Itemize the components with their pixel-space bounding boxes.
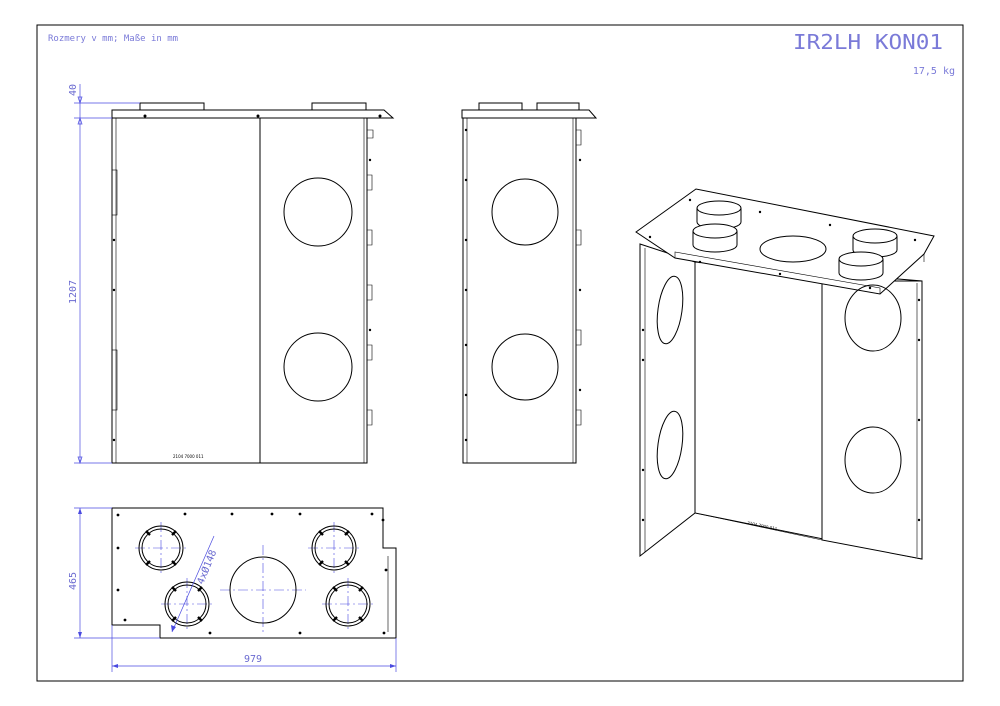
drawing-border — [36, 24, 964, 682]
isometric-view: 2104 7000 011 — [635, 188, 935, 560]
dim-height-1207: 1207 — [68, 280, 79, 304]
iso-part-number: 2104 7000 011 — [747, 520, 778, 531]
front-view: 2104 7000 011 — [111, 102, 395, 464]
front-part-number: 2104 7000 011 — [173, 454, 204, 459]
iso-spigots — [692, 200, 898, 281]
dim-width-979: 979 — [244, 654, 262, 665]
front-dimensions: 40 1207 — [68, 84, 140, 465]
side-view — [461, 102, 598, 464]
dim-top-40: 40 — [68, 84, 79, 96]
units-note: Rozmery v mm; Maße in mm — [48, 34, 178, 44]
dim-depth-465: 465 — [68, 572, 79, 590]
weight-label: 17,5 kg — [913, 66, 955, 77]
top-view: 4xØ148 — [111, 507, 397, 639]
model-title: IR2LH KON01 — [793, 30, 943, 54]
top-dimensions: 465 979 — [68, 507, 397, 672]
